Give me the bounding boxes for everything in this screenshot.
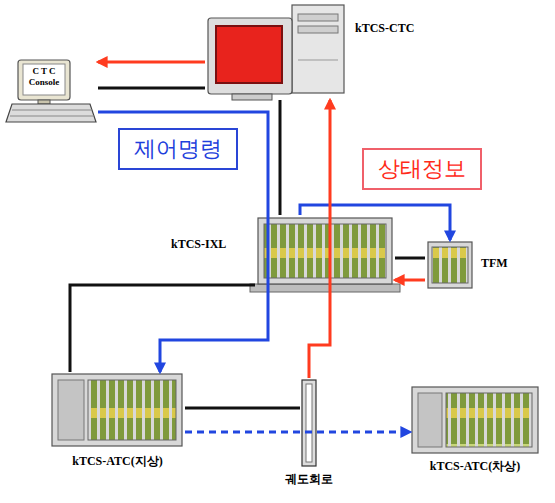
wire [279,100,282,215]
flow-arrow [98,61,205,64]
radio-link-arrow [185,431,410,434]
node-label: kTCS-ATC(지상) [40,454,195,468]
wire [70,285,255,372]
ixl-rack-icon [250,218,400,292]
ctc-workstation-icon [208,5,344,100]
atc-ground-node: kTCS-ATC(지상) [50,372,185,450]
flow-arrow [98,112,268,372]
node-label: kTCS-ATC(차상) [400,459,550,473]
box-label: 상태정보 [378,155,466,183]
flow-arrow [395,279,425,282]
command-box: 제어명령 [118,128,238,170]
atc-onboard-node: kTCS-ATC(차상) [410,385,540,455]
box-label: 제어명령 [134,135,222,163]
atc-ground-rack-icon [52,374,182,446]
wire [185,407,300,410]
tfm-node: TFM [425,240,475,290]
track-circuit-node: 궤도회로 [300,378,318,468]
console-node: C T C Console [6,58,98,126]
console-icon [6,60,96,122]
flow-arrow [300,205,450,240]
tfm-rack-icon [428,242,472,288]
flow-arrow [309,100,330,378]
ctc-node: kTCS-CTC [205,5,345,100]
node-label: C T C Console [23,66,65,89]
ixl-node: kTCS-IXL [255,215,395,292]
node-label: TFM [481,256,508,270]
wire [395,257,425,260]
node-label: kTCS-CTC [355,21,414,35]
node-label: kTCS-IXL [171,237,226,251]
track-circuit-icon [302,380,316,466]
status-box: 상태정보 [362,148,482,190]
wire [98,87,205,90]
atc-onboard-rack-icon [412,387,538,453]
node-label: 궤도회로 [269,472,349,486]
